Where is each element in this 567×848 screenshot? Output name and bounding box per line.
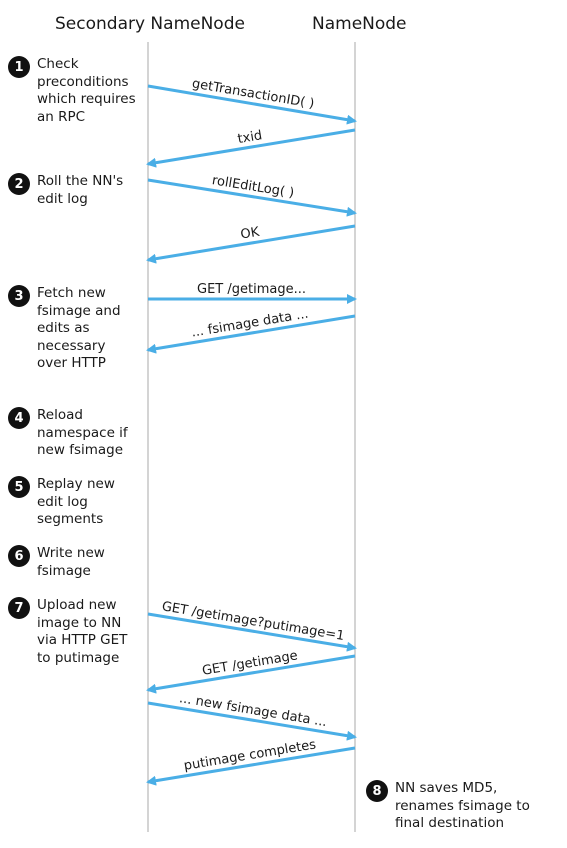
step-2: 2 Roll the NN's edit log [8, 173, 137, 208]
step-4: 4 Reload namespace if new fsimage [8, 407, 137, 460]
message-label: OK [239, 225, 260, 243]
message-arrow [146, 314, 356, 354]
step-6: 6 Write new fsimage [8, 545, 137, 580]
step-7: 7 Upload new image to NN via HTTP GET to… [8, 597, 137, 667]
step-text: NN saves MD5, renames fsimage to final d… [395, 780, 530, 831]
message-arrow [147, 178, 357, 217]
step-8: 8 NN saves MD5, renames fsimage to final… [366, 780, 555, 833]
step-number-badge: 5 [8, 476, 30, 498]
step-text: Reload namespace if new fsimage [37, 407, 128, 458]
message-label: getTransactionID( ) [191, 76, 316, 111]
step-text: Fetch new fsimage and edits as necessary… [37, 285, 121, 371]
step-number-badge: 2 [8, 173, 30, 195]
step-3: 3 Fetch new fsimage and edits as necessa… [8, 285, 137, 373]
step-number-badge: 3 [8, 285, 30, 307]
step-number-badge: 7 [8, 597, 30, 619]
message-arrow [146, 224, 356, 264]
step-number-badge: 4 [8, 407, 30, 429]
lane-title-namenode: NameNode [312, 14, 407, 34]
message-arrow [146, 654, 356, 694]
step-text: Upload new image to NN via HTTP GET to p… [37, 597, 128, 666]
message-label: ... fsimage data ... [190, 307, 309, 341]
message-arrow [146, 128, 356, 168]
step-text: Roll the NN's edit log [37, 173, 124, 207]
message-arrow [147, 612, 357, 652]
step-text: Replay new edit log segments [37, 476, 115, 527]
message-label: txid [237, 128, 264, 147]
step-number-badge: 6 [8, 545, 30, 567]
step-number-badge: 1 [8, 56, 30, 78]
lane-title-secondary-namenode: Secondary NameNode [55, 14, 245, 34]
message-arrow [146, 746, 356, 786]
step-text: Check preconditions which requires an RP… [37, 56, 136, 125]
step-1: 1 Check preconditions which requires an … [8, 56, 137, 126]
step-text: Write new fsimage [37, 545, 105, 579]
message-label: GET /getimage... [197, 282, 306, 297]
step-5: 5 Replay new edit log segments [8, 476, 137, 529]
message-arrow [147, 701, 357, 741]
message-label: putimage completes [183, 737, 318, 774]
message-arrow [147, 84, 357, 125]
step-number-badge: 8 [366, 780, 388, 802]
